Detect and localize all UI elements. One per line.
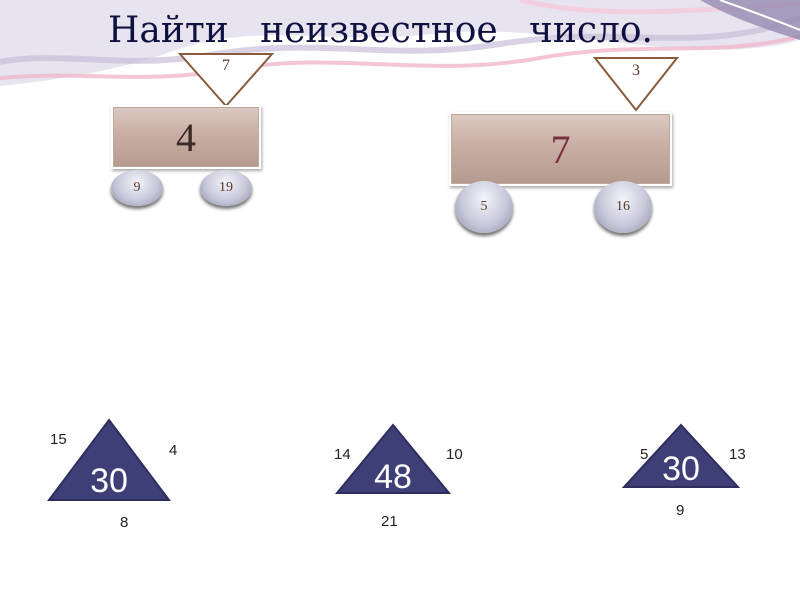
cart-1-wheel-left: 9 bbox=[111, 170, 163, 206]
title-word-2: неизвестное bbox=[260, 10, 498, 51]
triangle-2-left: 14 bbox=[334, 446, 351, 463]
triangle-1-center: 30 bbox=[69, 462, 149, 501]
triangle-3-bottom: 9 bbox=[676, 502, 684, 519]
triangle-3-left: 5 bbox=[640, 446, 648, 463]
triangle-3-right: 13 bbox=[729, 446, 746, 463]
cart-2-body: 7 bbox=[449, 112, 672, 186]
triangle-3-center: 30 bbox=[641, 450, 721, 489]
page-title: Найти неизвестное число. bbox=[108, 8, 653, 52]
triangle-1-right: 4 bbox=[169, 442, 177, 459]
triangle-2-bottom: 21 bbox=[381, 513, 398, 530]
triangle-1-bottom: 8 bbox=[120, 514, 128, 531]
cart-1-body: 4 bbox=[111, 105, 261, 169]
title-word-3: число. bbox=[529, 10, 653, 51]
triangle-2-center: 48 bbox=[353, 458, 433, 497]
triangle-1-left: 15 bbox=[50, 431, 67, 448]
triangle-2-right: 10 bbox=[446, 446, 463, 463]
cart-2-top-number: 3 bbox=[616, 62, 656, 80]
title-word-1: Найти bbox=[108, 10, 229, 51]
cart-2-wheel-right: 16 bbox=[594, 181, 652, 233]
cart-2-wheel-left: 5 bbox=[455, 181, 513, 233]
cart-1-wheel-right: 19 bbox=[200, 170, 252, 206]
cart-1-top-number: 7 bbox=[206, 57, 246, 75]
